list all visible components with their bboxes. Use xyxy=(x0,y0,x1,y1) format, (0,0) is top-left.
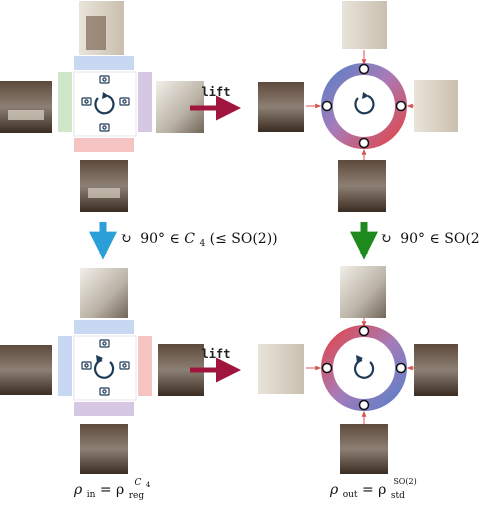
rotate-cw-icon xyxy=(353,355,375,379)
lift-label-bottom: lift xyxy=(202,347,231,361)
photo-left xyxy=(0,81,52,133)
band-right-red xyxy=(138,336,152,396)
ring-nodes xyxy=(321,63,407,149)
photo-bottom xyxy=(340,424,388,474)
photo-top xyxy=(80,268,128,318)
so2-ring xyxy=(321,63,407,149)
band-bottom-purple xyxy=(74,402,134,416)
rotate-cw-icon xyxy=(93,355,115,379)
band-top-blue xyxy=(74,56,134,70)
ring-connectors xyxy=(306,318,414,424)
ring-nodes xyxy=(321,325,407,411)
band-top-blue xyxy=(74,320,134,334)
panel-top-right xyxy=(258,1,458,212)
photo-left xyxy=(258,82,304,132)
photo-bottom xyxy=(80,160,128,212)
band-right-purple xyxy=(138,72,152,132)
photo-left xyxy=(258,344,304,394)
band-left-green xyxy=(58,72,72,132)
photo-right xyxy=(414,344,458,396)
photo-top xyxy=(342,1,387,49)
photo-bottom xyxy=(338,160,386,212)
photo-bottom xyxy=(80,424,128,474)
so2-ring xyxy=(321,325,407,411)
so2-rotation-label: ↻ 90° ∈ SO(2) xyxy=(380,231,480,247)
c4-rotation-label: ↻ 90° ∈ C 4 (≤ SO(2)) xyxy=(120,231,278,250)
camera-icon xyxy=(81,339,130,396)
band-bottom-red xyxy=(74,138,134,152)
ring-connectors xyxy=(306,50,414,160)
camera-icon xyxy=(81,75,130,132)
photo-top xyxy=(340,266,386,318)
photo-right xyxy=(414,80,458,132)
panel-top-left xyxy=(0,1,204,212)
rho-in-label: ρ in = ρ reg C 4 xyxy=(73,473,151,502)
photo-left xyxy=(0,345,52,395)
band-left-blue xyxy=(58,336,72,396)
rotate-ccw-icon xyxy=(94,92,115,115)
panel-bottom-left xyxy=(0,268,204,474)
rotate-ccw-icon xyxy=(354,92,375,115)
panel-bottom-right xyxy=(258,266,458,474)
rho-out-label: ρ out = ρ std SO(2) xyxy=(329,477,417,502)
lift-label-top: lift xyxy=(202,85,231,99)
